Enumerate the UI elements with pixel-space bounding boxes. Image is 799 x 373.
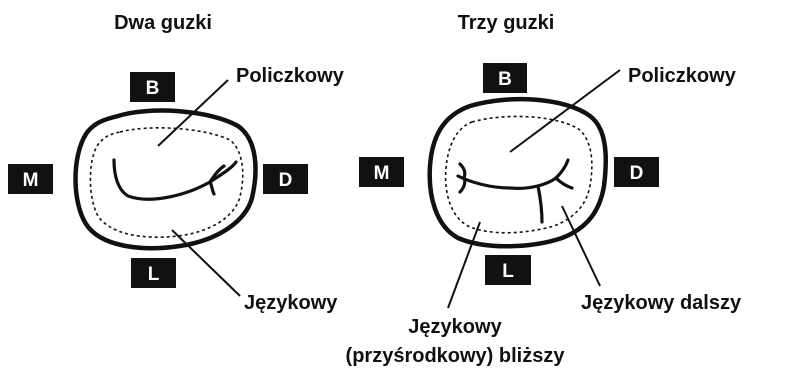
right-badge-distal: D (614, 157, 659, 187)
right-label-mesiolingual-line2: (przyśrodkowy) bliższy (346, 345, 566, 367)
left-label-lingual: Językowy (244, 292, 338, 314)
right-groove-mesial-branch-down (458, 176, 467, 194)
left-badge-lingual-text: L (148, 264, 160, 285)
left-leader-lingual (171, 229, 241, 297)
right-tooth-title: Trzy guzki (458, 12, 555, 34)
right-label-distolingual: Językowy dalszy (581, 292, 742, 314)
left-tooth-title: Dwa guzki (114, 12, 212, 34)
left-central-groove (112, 158, 238, 201)
left-groove-branch-upper (208, 164, 226, 184)
left-badge-lingual: L (131, 258, 176, 288)
left-leader-buccal (157, 79, 229, 147)
right-leader-distolingual (561, 205, 601, 287)
left-badge-mesial-text: M (23, 170, 39, 191)
left-groove-branch-lower (208, 180, 216, 196)
right-label-mesiolingual-line1: Językowy (408, 316, 502, 338)
left-tooth-inner-dashed-line (89, 127, 244, 238)
left-badge-mesial: M (8, 164, 53, 194)
right-badge-buccal-text: B (498, 69, 512, 90)
right-groove-distal-branch (554, 176, 574, 190)
right-leader-buccal (509, 69, 621, 153)
left-badge-mesial-box (8, 164, 53, 194)
left-label-buccal: Policzkowy (236, 65, 345, 87)
left-badge-buccal-box (130, 72, 175, 102)
right-label-buccal: Policzkowy (628, 65, 737, 87)
left-badge-distal: D (263, 164, 308, 194)
right-groove-distolingual (536, 184, 544, 224)
right-badge-distal-text: D (630, 163, 644, 184)
right-badge-mesial-text: M (374, 163, 390, 184)
right-tooth-inner-dashed-line (444, 115, 593, 234)
right-badge-mesial-box (359, 157, 404, 187)
left-tooth-outline (73, 108, 258, 251)
right-badge-buccal: B (483, 63, 527, 93)
left-badge-buccal-text: B (146, 78, 160, 99)
right-badge-lingual: L (485, 255, 531, 285)
left-badge-distal-box (263, 164, 308, 194)
left-badge-buccal: B (130, 72, 175, 102)
left-badge-lingual-box (131, 258, 176, 288)
right-leader-mesiolingual (447, 221, 481, 309)
right-central-groove (456, 158, 570, 190)
left-tooth-group: Dwa guzki B M D L Policzkowy Ję (8, 12, 345, 314)
right-badge-distal-box (614, 157, 659, 187)
right-badge-mesial: M (359, 157, 404, 187)
right-tooth-outline (427, 96, 608, 249)
right-tooth-group: Trzy guzki B M D L P (346, 12, 742, 367)
left-badge-distal-text: D (279, 170, 293, 191)
right-badge-lingual-text: L (502, 261, 514, 282)
right-badge-buccal-box (483, 63, 527, 93)
right-badge-lingual-box (485, 255, 531, 285)
